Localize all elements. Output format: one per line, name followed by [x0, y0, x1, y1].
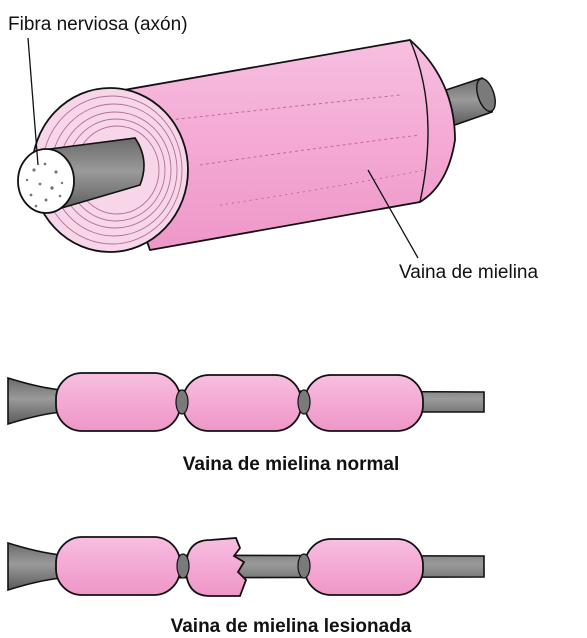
axon-label: Fibra nerviosa (axón) [8, 14, 188, 35]
axon-leader-line [28, 38, 38, 165]
myelinated-fiber-illustration [18, 38, 499, 258]
damaged-caption: Vaina de mielina lesionada [171, 616, 412, 637]
sheath-label: Vaina de mielina [399, 262, 539, 283]
normal-sheath-illustration [8, 373, 484, 431]
normal-segment-2 [183, 375, 301, 431]
normal-segment-3 [305, 375, 423, 431]
damaged-segment-broken [186, 538, 246, 596]
normal-caption: Vaina de mielina normal [183, 454, 399, 475]
normal-segment-1 [56, 373, 180, 431]
damaged-segment-1 [56, 537, 180, 595]
damaged-segment-3 [305, 539, 423, 595]
damaged-sheath-illustration [8, 537, 484, 596]
